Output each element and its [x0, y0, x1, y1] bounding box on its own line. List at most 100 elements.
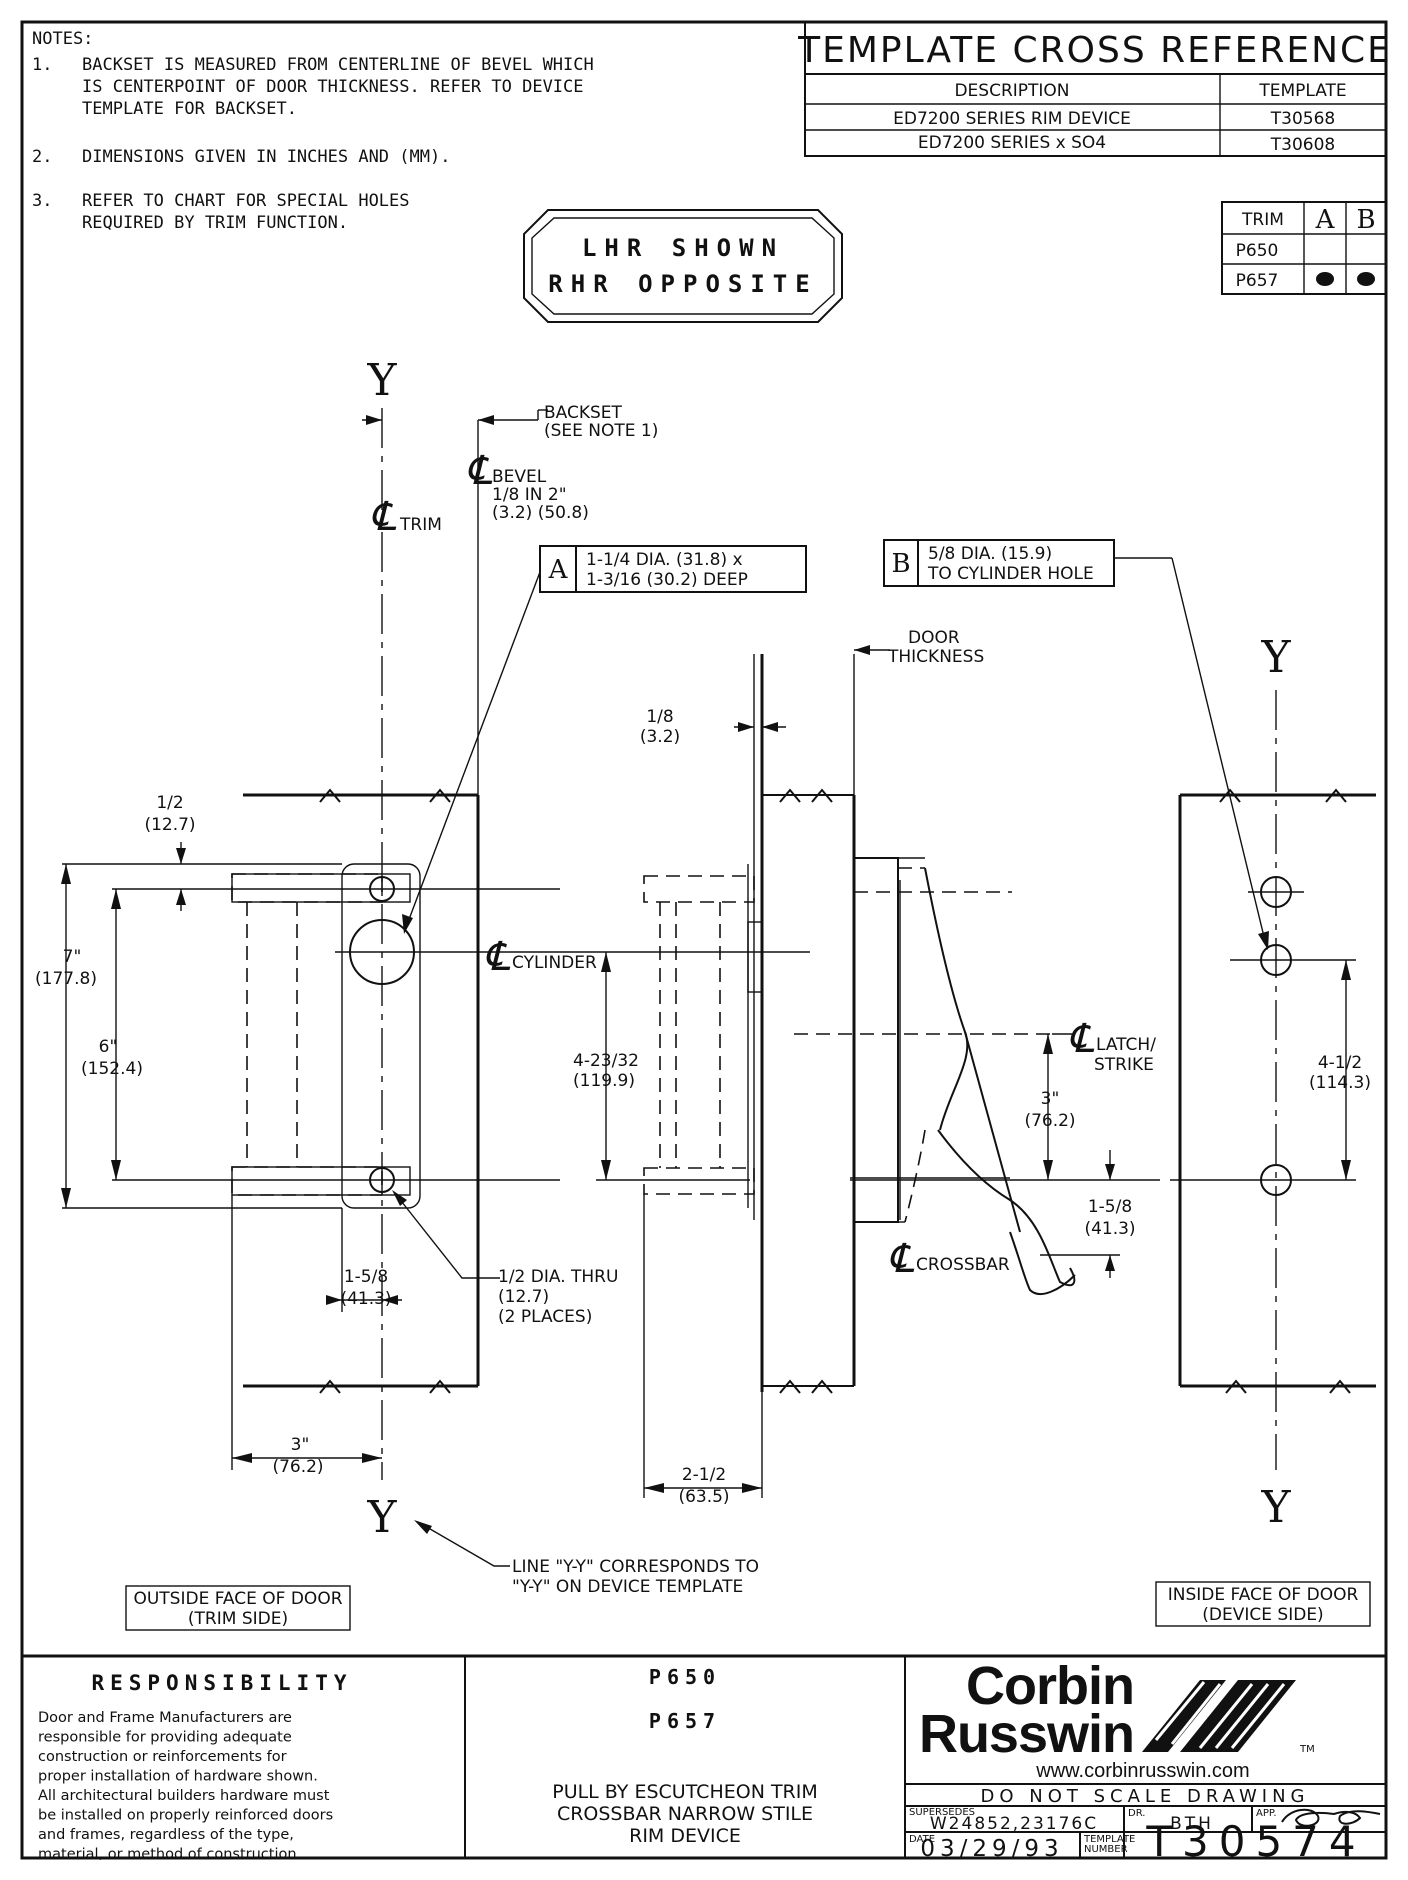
callout-a: A 1-1/4 DIA. (31.8) x 1-3/16 (30.2) DEEP: [539, 545, 807, 593]
responsibility-line: construction or reinforcements for: [38, 1749, 287, 1765]
cross-reference-row-1-description: ED7200 SERIES RIM DEVICE: [893, 109, 1131, 129]
trim-centerline-symbol: ℄: [370, 494, 397, 540]
hand-badge-line-1: LHR SHOWN: [582, 234, 784, 262]
responsibility-line: Door and Frame Manufacturers are: [38, 1710, 292, 1726]
door-side-view: [596, 645, 1160, 1498]
latch-strike-centerline-symbol: ℄: [1068, 1016, 1095, 1062]
eighth-dim: 1/8: [646, 707, 673, 727]
hand-badge: LHR SHOWN RHR OPPOSITE: [523, 209, 843, 323]
y-label-left-bottom: Y: [366, 1492, 397, 1543]
callout-b-letter: B: [891, 549, 910, 579]
eighth-dim-mm: (3.2): [640, 727, 680, 747]
inside-face-view: Y Y: [1114, 557, 1376, 1533]
do-not-scale-note: DO NOT SCALE DRAWING: [980, 1786, 1309, 1807]
responsibility-line: All architectural builders hardware must: [38, 1788, 330, 1804]
responsibility-line: proper installation of hardware shown.: [38, 1769, 318, 1785]
half-dia-thru-places: (2 PLACES): [498, 1307, 592, 1327]
callout-a-line-1: 1-1/4 DIA. (31.8) x: [586, 550, 743, 570]
cross-reference-row-2-description: ED7200 SERIES x SO4: [918, 133, 1106, 153]
hand-badge-line-2: RHR OPPOSITE: [548, 270, 817, 298]
responsibility-line: material, or method of construction.: [38, 1847, 301, 1863]
responsibility-line: responsible for providing adequate: [38, 1730, 292, 1746]
note-3-number: 3.: [32, 191, 52, 211]
approval-signature: [1281, 1808, 1381, 1827]
dim-4-23-32-mm: (119.9): [573, 1071, 635, 1091]
corbin-russwin-logo: Corbin Russwin TM: [919, 1656, 1315, 1764]
supersedes-label: SUPERSEDES: [909, 1807, 975, 1818]
logo-text-corbin: Corbin: [966, 1656, 1134, 1716]
note-1-number: 1.: [32, 55, 52, 75]
trim-chart-header-trim: TRIM: [1241, 210, 1284, 230]
logo-text-russwin: Russwin: [919, 1704, 1134, 1764]
trim-label: TRIM: [399, 515, 442, 535]
dim-2-1-2-mm: (63.5): [678, 1487, 729, 1507]
three-horizontal-dim-mm: (76.2): [272, 1457, 323, 1477]
cross-reference-header-description: DESCRIPTION: [954, 81, 1069, 101]
note-2-line-1: DIMENSIONS GIVEN IN INCHES AND (MM).: [82, 147, 450, 167]
cross-reference-title: TEMPLATE CROSS REFERENCE: [797, 30, 1392, 71]
three-vertical-dim-mm: (76.2): [1024, 1111, 1075, 1131]
y-label-left-top: Y: [366, 355, 397, 406]
note-1-line-2: IS CENTERPOINT OF DOOR THICKNESS. REFER …: [82, 77, 584, 97]
outside-face-label-2: (TRIM SIDE): [188, 1609, 288, 1629]
cylinder-label: CYLINDER: [512, 953, 597, 973]
approved-label: APP.: [1256, 1808, 1277, 1819]
responsibility-heading: RESPONSIBILITY: [91, 1671, 352, 1695]
three-vertical-dim: 3": [1041, 1089, 1060, 1109]
dim-1-5-8-right-mm: (41.3): [1084, 1219, 1135, 1239]
y-label-right-bottom: Y: [1260, 1482, 1291, 1533]
trim-chart-header-a: A: [1315, 205, 1336, 235]
trim-chart-row-p657: P657: [1236, 271, 1279, 291]
three-horizontal-dim: 3": [291, 1435, 310, 1455]
outside-face-view: Y Y: [61, 355, 810, 1543]
note-1-line-1: BACKSET IS MEASURED FROM CENTERLINE OF B…: [82, 55, 594, 75]
responsibility-line: be installed on properly reinforced door…: [38, 1808, 333, 1824]
dim-1-5-8-left: 1-5/8: [344, 1267, 388, 1287]
half-dim-mm: (12.7): [144, 815, 195, 835]
half-dia-thru-mm: (12.7): [498, 1287, 549, 1307]
latch-strike-label-2: STRIKE: [1094, 1055, 1154, 1075]
model-p657: P657: [649, 1709, 721, 1733]
product-line-2: CROSSBAR NARROW STILE: [557, 1803, 813, 1825]
cylinder-centerline-symbol: ℄: [484, 934, 511, 980]
website-url: www.corbinrusswin.com: [1035, 1760, 1249, 1782]
six-dim-mm: (152.4): [81, 1059, 143, 1079]
door-thickness-label-1: DOOR: [908, 628, 960, 648]
logo-trademark: TM: [1299, 1744, 1315, 1755]
latch-strike-label-1: LATCH/: [1096, 1035, 1156, 1055]
half-dia-thru-label: 1/2 DIA. THRU: [498, 1267, 618, 1287]
note-3-line-1: REFER TO CHART FOR SPECIAL HOLES: [82, 191, 410, 211]
dim-1-5-8-right: 1-5/8: [1088, 1197, 1132, 1217]
drawn-by-label: DR.: [1128, 1808, 1145, 1819]
line-yy-note-2: "Y-Y" ON DEVICE TEMPLATE: [512, 1577, 743, 1597]
responsibility-line: and frames, regardless of the type,: [38, 1827, 294, 1843]
notes: NOTES: 1. BACKSET IS MEASURED FROM CENTE…: [32, 29, 594, 233]
crossbar-centerline-symbol: ℄: [888, 1236, 915, 1282]
cross-reference-row-1-template: T30568: [1270, 109, 1335, 129]
backset-label: BACKSET: [544, 403, 623, 423]
date-label: DATE: [909, 1834, 935, 1845]
note-2-number: 2.: [32, 147, 52, 167]
notes-heading: NOTES:: [32, 29, 93, 49]
door-thickness-label-2: THICKNESS: [887, 647, 984, 667]
callout-a-letter: A: [548, 555, 569, 585]
dim-1-5-8-left-mm: (41.3): [340, 1289, 391, 1309]
trim-chart-hole-marker-icon: [1357, 272, 1375, 286]
trim-chart-row-p650: P650: [1236, 241, 1279, 261]
cross-reference-table: TEMPLATE CROSS REFERENCE DESCRIPTION TEM…: [797, 21, 1392, 157]
outside-face-label-1: OUTSIDE FACE OF DOOR: [133, 1589, 342, 1609]
trim-chart: TRIM A B P650 P657: [1221, 201, 1387, 295]
note-3-line-2: REQUIRED BY TRIM FUNCTION.: [82, 213, 348, 233]
template-number-label-1: TEMPLATE: [1083, 1834, 1135, 1845]
inside-face-label-2: (DEVICE SIDE): [1202, 1605, 1323, 1625]
bevel-label: BEVEL: [492, 467, 547, 487]
bevel-ratio: 1/8 IN 2": [492, 485, 567, 505]
trim-chart-header-b: B: [1356, 205, 1375, 235]
seven-dim-mm: (177.8): [35, 969, 97, 989]
bevel-ratio-mm: (3.2) (50.8): [492, 503, 589, 523]
half-dim: 1/2: [156, 793, 183, 813]
drawn-by-value: BTH: [1170, 1814, 1214, 1834]
callout-a-line-2: 1-3/16 (30.2) DEEP: [586, 570, 748, 590]
date-value: 03/29/93: [920, 1836, 1063, 1862]
